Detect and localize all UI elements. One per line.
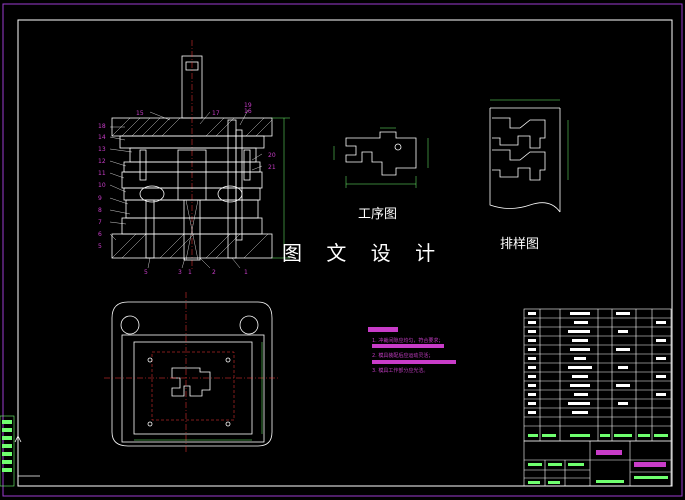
part-numbers: 18 14 13 12 11 10 9 8 7 6 5 15 17 19 16 … [98, 102, 276, 276]
drawing-frame [17, 19, 673, 487]
part-number: 18 [98, 123, 106, 130]
mold-section-view [109, 40, 290, 270]
ucs-axis-icon [14, 435, 40, 477]
part-number: 20 [268, 152, 276, 159]
part-number: 16 [244, 108, 252, 115]
title-block [523, 308, 672, 487]
part-number: 2 [212, 269, 216, 276]
part-number: 1 [244, 269, 248, 276]
tech-note-2: 2. 模具装配后应运动灵活； [372, 353, 434, 359]
part-number: 3 [178, 269, 182, 276]
part-number: 21 [268, 164, 276, 171]
title-block-fills [528, 312, 668, 484]
part-number: 12 [98, 158, 106, 165]
tech-note-1: 1. 冲裁间隙应均匀，符合要求； [372, 338, 444, 344]
part-number: 15 [136, 110, 144, 117]
layout-drawing-label: 排样图 [500, 237, 540, 252]
part-number: 8 [98, 207, 102, 214]
drawing-design-label: 图 文 设 计 [282, 241, 445, 265]
part-number: 1 [188, 269, 192, 276]
part-number: 11 [98, 170, 106, 177]
part-number: 6 [98, 231, 102, 238]
part-number: 5 [144, 269, 148, 276]
part-number: 7 [98, 219, 102, 226]
margin-strip [0, 415, 15, 487]
part-number: 9 [98, 195, 102, 202]
process-drawing-label: 工序图 [358, 207, 398, 222]
part-number: 14 [98, 134, 106, 141]
part-number: 17 [212, 110, 220, 117]
part-number: 10 [98, 182, 106, 189]
sheet-border [2, 3, 683, 497]
process-drawing [333, 127, 429, 188]
strip-layout [489, 99, 569, 213]
part-number: 5 [98, 243, 102, 250]
part-number: 19 [244, 102, 252, 109]
tech-note-3: 3. 模具工作部分应光洁。 [372, 368, 429, 374]
part-number: 13 [98, 146, 106, 153]
notes-highlights [368, 327, 456, 364]
plan-view [104, 292, 280, 452]
